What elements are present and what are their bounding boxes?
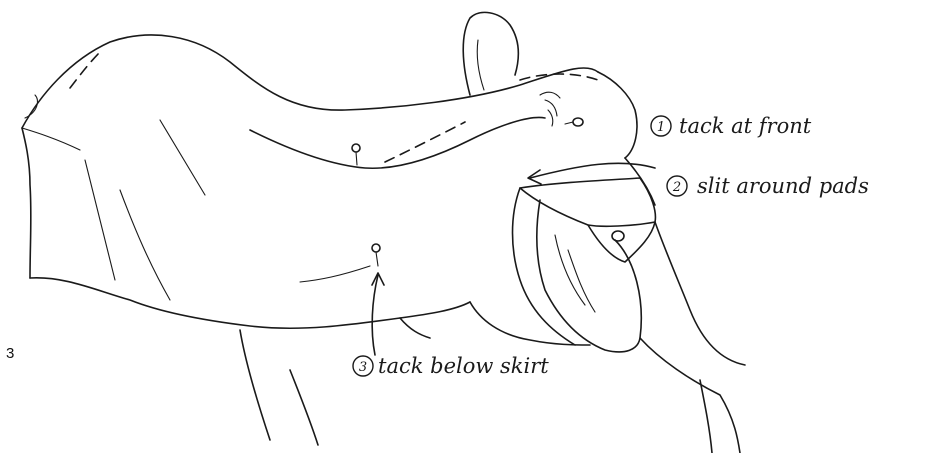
- tack-seat: [352, 144, 360, 165]
- tack-skirt: [300, 244, 380, 282]
- saddle-cover-outline: [22, 12, 637, 328]
- arrow-skirt-tack: [372, 273, 384, 355]
- tack-front: [565, 118, 583, 126]
- figure-number: 3: [6, 345, 14, 362]
- saddle-pad-flap: [513, 158, 746, 453]
- annotation-3: 3 tack below skirt: [353, 354, 549, 378]
- annotation-1-number: 1: [657, 120, 665, 135]
- annotation-1-text: tack at front: [679, 114, 812, 138]
- annotation-2-text: slit around pads: [697, 174, 869, 198]
- annotation-2-number: 2: [672, 180, 681, 195]
- annotation-2: 2 slit around pads: [667, 174, 869, 198]
- annotation-1: 1 tack at front: [651, 114, 812, 138]
- annotation-3-text: tack below skirt: [378, 354, 549, 378]
- annotation-3-number: 3: [359, 360, 367, 375]
